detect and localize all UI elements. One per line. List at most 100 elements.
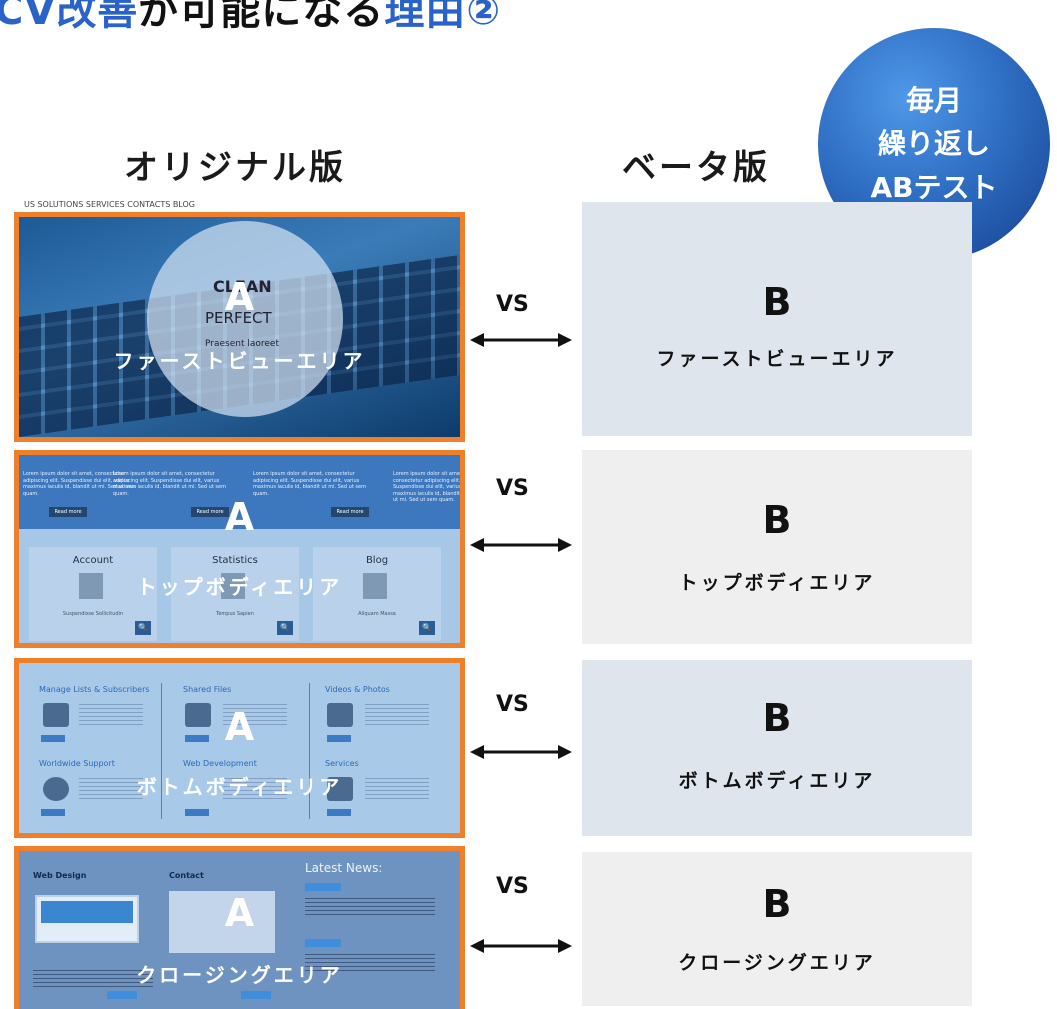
read-button (327, 809, 351, 816)
feature-title: Manage Lists & Subscribers (39, 685, 150, 694)
feature-text (223, 777, 287, 799)
globe-icon (43, 777, 69, 801)
feature-title: Services (325, 759, 359, 768)
headline-reason: 理由② (384, 0, 502, 34)
card-subtitle: Aliquam Massa (358, 611, 396, 617)
headline-possible: が可能になる (138, 0, 385, 34)
feature-text (223, 703, 287, 725)
read-button (185, 735, 209, 742)
feature-text (365, 703, 429, 725)
area-label: トップボディエリア (678, 572, 876, 594)
feature-title: Web Development (183, 759, 257, 768)
double-arrow-icon (470, 333, 572, 347)
double-arrow-icon (470, 939, 572, 953)
tools-icon (327, 777, 353, 801)
news-text (305, 897, 435, 915)
original-first-view-mockup: CLEAN PERFECT Praesent laoreet A ファーストビュ… (14, 212, 465, 442)
divider (309, 683, 310, 819)
variant-b-label: B (762, 498, 792, 542)
safe-icon (79, 573, 103, 599)
badge-line-2: 繰り返し (877, 127, 990, 161)
news-date-pill (305, 883, 341, 891)
search-icon: 🔍 (135, 621, 151, 635)
web-design-thumbnail (35, 895, 139, 943)
hero-circle (147, 221, 343, 417)
latest-news-title: Latest News: (305, 861, 383, 875)
read-button (41, 735, 65, 742)
variant-a-label: A (224, 891, 255, 935)
vs-label: VS (496, 476, 529, 501)
search-icon: 🔍 (419, 621, 435, 635)
search-icon: 🔍 (277, 621, 293, 635)
area-label: クロージングエリア (678, 952, 876, 974)
original-column-title: オリジナル版 (124, 148, 346, 188)
beta-top-body-box: B トップボディエリア (582, 450, 972, 644)
lorem-column: Lorem ipsum dolor sit amet, consectetur … (113, 471, 226, 497)
divider (161, 683, 162, 819)
camera-icon (327, 703, 353, 727)
lorem-column: Lorem ipsum dolor sit amet, consectetur … (23, 471, 136, 497)
read-more-button: Read more (49, 507, 87, 517)
card-title: Blog (365, 555, 389, 566)
feature-text (365, 777, 429, 799)
beta-first-view-box: B ファーストビューエリア (582, 202, 972, 436)
double-arrow-icon (470, 538, 572, 552)
original-top-body-mockup: Lorem ipsum dolor sit amet, consectetur … (14, 450, 465, 648)
area-label: クロージングエリア (136, 963, 343, 987)
read-more-button: Read more (191, 507, 229, 517)
lorem-text (33, 969, 153, 987)
web-design-title: Web Design (33, 871, 87, 880)
feature-text (79, 703, 143, 725)
area-label: ボトムボディエリア (678, 770, 876, 792)
hero-praesent-text: Praesent laoreet (205, 339, 279, 349)
read-button (185, 809, 209, 816)
chart-icon (221, 573, 245, 599)
pencil-icon (363, 573, 387, 599)
feature-title: Worldwide Support (39, 759, 115, 768)
card-subtitle: Suspendisse Sollicitudin (62, 611, 124, 617)
lorem-column: Lorem ipsum dolor sit amet, consectetur … (393, 471, 464, 503)
thumbnail-header (41, 901, 133, 923)
feature-strip (19, 455, 460, 529)
headline-cv: CV改善 (0, 0, 139, 34)
beta-bottom-body-box: B ボトムボディエリア (582, 660, 972, 836)
news-text (305, 953, 435, 971)
area-label: ファーストビューエリア (656, 348, 898, 370)
page-headline: CV改善が可能になる理由② (0, 0, 501, 36)
account-card: Account Suspendisse Sollicitudin 🔍 (29, 547, 157, 641)
vs-label: VS (496, 292, 529, 317)
feature-title: Shared Files (183, 685, 232, 694)
news-date-pill (305, 939, 341, 947)
notebook-icon (43, 703, 69, 727)
original-closing-mockup: Web Design Contact Latest News: A クロージング… (14, 846, 465, 1009)
blog-card: Blog Aliquam Massa 🔍 (313, 547, 441, 641)
variant-a-label: A (224, 275, 255, 319)
statistics-card: Statistics Tempus Sapien 🔍 (171, 547, 299, 641)
lorem-column: Lorem ipsum dolor sit amet, consectetur … (253, 471, 366, 497)
variant-b-label: B (762, 280, 792, 324)
feature-title: Videos & Photos (325, 685, 390, 694)
contact-title: Contact (169, 871, 204, 880)
vs-label: VS (496, 692, 529, 717)
mock-nav-bar: US SOLUTIONS SERVICES CONTACTS BLOG (24, 200, 195, 209)
double-arrow-icon (470, 745, 572, 759)
read-button (41, 809, 65, 816)
badge-line-3: ABテスト (870, 170, 998, 204)
variant-a-label: A (224, 705, 255, 749)
contact-thumbnail (169, 891, 275, 953)
variant-b-label: B (762, 882, 792, 926)
vs-label: VS (496, 874, 529, 899)
variant-a-label: A (224, 495, 255, 539)
feature-text (79, 777, 143, 799)
badge-line-1: 毎月 (905, 83, 962, 117)
read-more-button (107, 991, 137, 999)
beta-closing-box: B クロージングエリア (582, 852, 972, 1006)
hero-perfect-text: PERFECT (205, 309, 272, 327)
read-button (327, 735, 351, 742)
area-label: ボトムボディエリア (136, 775, 343, 799)
beta-column-title: ベータ版 (622, 148, 770, 188)
card-title: Statistics (212, 555, 258, 566)
read-more-button: Read more (331, 507, 369, 517)
variant-b-label: B (762, 696, 792, 740)
card-title: Account (72, 555, 114, 566)
